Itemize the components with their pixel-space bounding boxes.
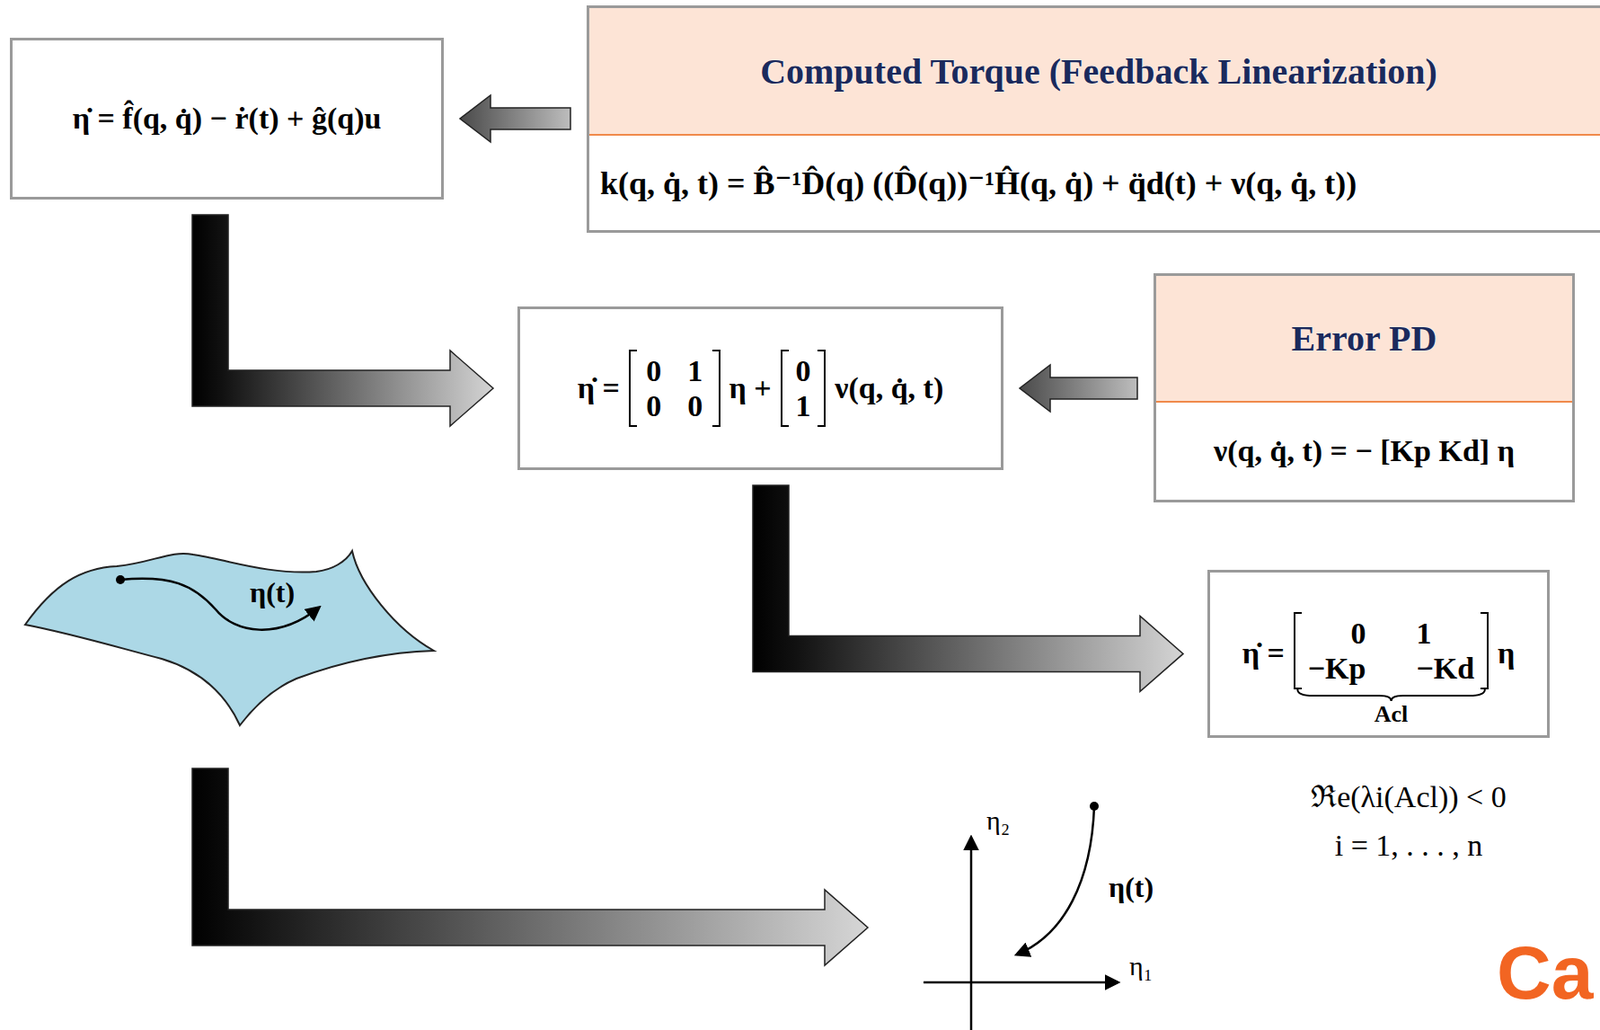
panel-formula: ν(q, q̇, t) = − [Kp Kd] η <box>1213 433 1515 469</box>
math-term: η̇ = <box>1242 636 1285 671</box>
matrix-name: Acl <box>1374 701 1409 728</box>
matrix-column: 0 1 −Kp −KdAcl <box>1293 611 1489 728</box>
matrix-entries: 0 1 −Kp −Kd <box>1302 615 1480 686</box>
formula-panel: Error PD ν(q, q̇, t) = − [Kp Kd] η <box>1153 273 1575 503</box>
input-arrow <box>459 95 571 142</box>
closed-loop-box: η̇ =0 1 −Kp −KdAclη <box>1207 569 1550 738</box>
axis-vertical <box>970 837 973 1030</box>
panel-formula: k(q, q̇, t) = B̂⁻¹D̂(q) ((D̂(q))⁻¹Ĥ(q, q… <box>600 163 1357 203</box>
flow-arrow <box>192 768 868 965</box>
underbrace <box>1293 689 1489 702</box>
flow-arrow <box>752 485 1184 691</box>
matrix-bracket: 0 1 0 0 <box>628 349 721 427</box>
underbrace-line <box>1297 689 1486 701</box>
equation-row: η̇ = f̂(q, q̇) − ṙ(t) + ĝ(q)u <box>72 101 382 136</box>
panel-header: Error PD <box>1156 275 1573 403</box>
panel-body: ν(q, q̇, t) = − [Kp Kd] η <box>1156 402 1573 500</box>
flow-arrow <box>192 214 494 426</box>
math-label: ℜe(λi(Acl)) < 0 <box>1310 779 1507 814</box>
plot-label: i = 1, . . . , n <box>1334 828 1484 862</box>
formula-panel: Computed Torque (Feedback Linearization)… <box>586 5 1600 233</box>
equation-row: η̇ =0 1 −Kp −KdAclη <box>1242 579 1516 728</box>
panel-title: Error PD <box>1291 317 1438 360</box>
matrix-bracket: 0 1 <box>780 349 827 427</box>
math-term: η <box>1497 636 1515 671</box>
input-arrow <box>1019 364 1138 412</box>
plot-label: η(t) <box>1108 871 1154 903</box>
panel-body: k(q, q̇, t) = B̂⁻¹D̂(q) ((D̂(q))⁻¹Ĥ(q, q… <box>589 135 1600 230</box>
axis-horizontal <box>923 981 1118 984</box>
math-label: η₁ <box>1129 950 1153 981</box>
math-term: η̇ = <box>577 371 620 406</box>
matrix-bracket: 0 1 −Kp −Kd <box>1293 611 1489 690</box>
phase-start <box>1089 801 1099 811</box>
logo-text: Ca <box>1496 929 1593 1015</box>
manifold-surface <box>25 550 434 725</box>
plot-label: η₁ <box>1129 950 1153 981</box>
plot-label: η(t) <box>249 576 295 609</box>
math-term: η̇ = f̂(q, q̇) − ṙ(t) + ĝ(q)u <box>72 101 382 136</box>
equation-row: η̇ = 0 1 0 0 η + 0 1 ν(q, q̇, t) <box>577 349 945 427</box>
logo-text: Ca <box>1496 930 1593 1014</box>
equation-box: η̇ = f̂(q, q̇) − ṙ(t) + ĝ(q)u <box>9 37 444 200</box>
equation-box: η̇ = 0 1 0 0 η + 0 1 ν(q, q̇, t) <box>517 306 1004 470</box>
panel-header: Computed Torque (Feedback Linearization) <box>589 8 1600 136</box>
matrix-entries: 0 1 <box>789 353 818 424</box>
phase-curve <box>1016 805 1095 955</box>
trajectory-start <box>115 574 125 584</box>
math-term: η + <box>729 371 772 406</box>
matrix-entries: 0 1 0 0 <box>637 353 712 424</box>
plot-label: η₂ <box>986 804 1010 835</box>
math-label: η(t) <box>249 575 295 609</box>
math-term: ν(q, q̇, t) <box>834 371 944 406</box>
plot-label: ℜe(λi(Acl)) < 0 <box>1310 779 1507 814</box>
math-label: η(t) <box>1108 870 1154 903</box>
math-label: i = 1, . . . , n <box>1334 828 1484 862</box>
math-label: η₂ <box>986 804 1010 835</box>
panel-title: Computed Torque (Feedback Linearization) <box>760 50 1438 93</box>
